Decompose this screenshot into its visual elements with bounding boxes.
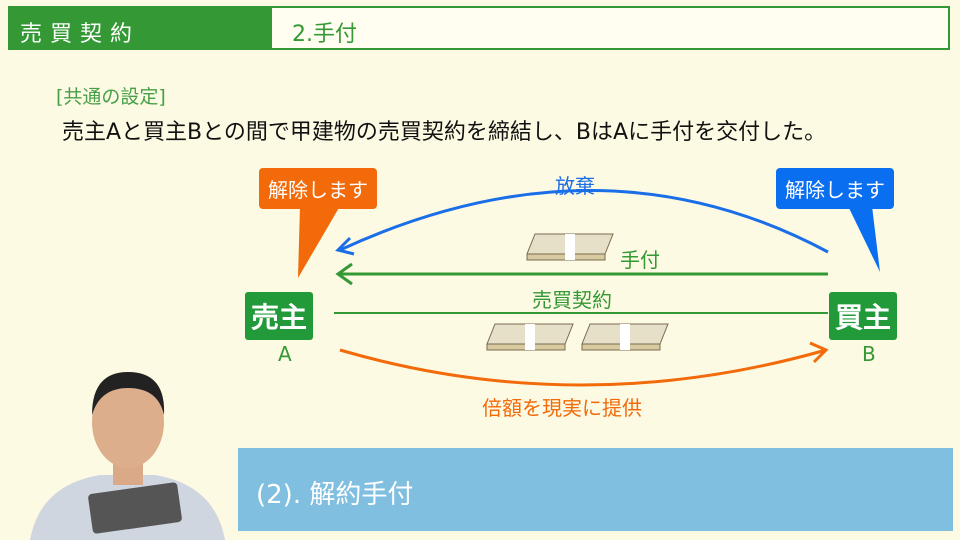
waive-label: 放棄 bbox=[555, 174, 595, 198]
buyer-bubble-tail bbox=[848, 206, 880, 272]
money-icon bbox=[581, 323, 669, 351]
double-arrow bbox=[339, 348, 827, 387]
buyer-letter: B bbox=[862, 342, 876, 366]
waive-arrow bbox=[339, 189, 829, 254]
buyer-box: 買主 bbox=[829, 292, 898, 340]
deposit-label: 手付 bbox=[620, 248, 660, 272]
section-title: 売買契約 bbox=[10, 8, 272, 48]
double-label: 倍額を現実に提供 bbox=[482, 396, 642, 420]
topic-banner: (2). 解約手付 bbox=[238, 448, 953, 531]
seller-bubble-tail bbox=[298, 206, 340, 278]
seller-letter: A bbox=[278, 342, 292, 366]
subsection-title: 2.手付 bbox=[292, 22, 357, 47]
statement: 売主Aと買主Bとの間で甲建物の売買契約を締結し、BはAに手付を交付した。 bbox=[62, 120, 827, 145]
buyer-bubble: 解除します bbox=[776, 168, 894, 209]
contract-label: 売買契約 bbox=[532, 288, 612, 312]
seller-box: 売主 bbox=[245, 292, 314, 340]
header-bar: 売買契約 2.手付 bbox=[8, 6, 950, 50]
setting-label: [共通の設定] bbox=[56, 86, 166, 108]
seller-bubble: 解除します bbox=[259, 168, 377, 209]
money-icon bbox=[486, 323, 574, 351]
money-icon bbox=[526, 233, 614, 261]
presenter-video bbox=[30, 372, 225, 540]
